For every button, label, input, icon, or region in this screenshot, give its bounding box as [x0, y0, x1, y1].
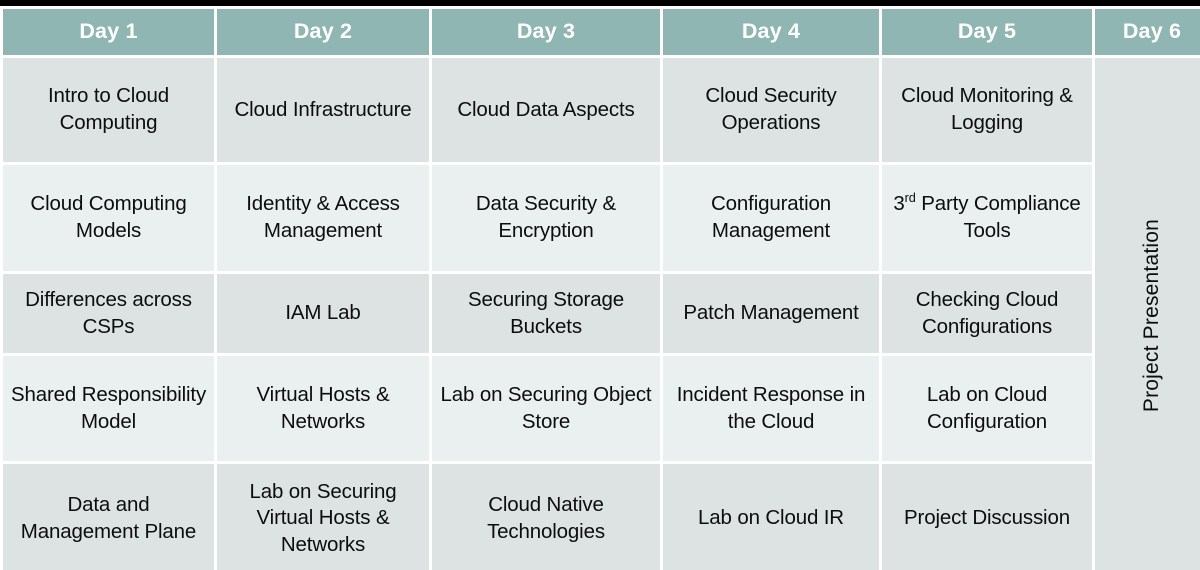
- table-row: Shared Responsibility Model Virtual Host…: [3, 356, 1200, 461]
- cell-day5-topic1: Cloud Monitoring & Logging: [882, 58, 1092, 162]
- cell-day4-topic1: Cloud Security Operations: [663, 58, 879, 162]
- cell-day4-topic3: Patch Management: [663, 274, 879, 353]
- third-party-compliance-tools-text: 3rd Party Compliance Tools: [893, 190, 1081, 242]
- column-header-day-1: Day 1: [3, 9, 214, 55]
- cell-day4-topic4: Incident Response in the Cloud: [663, 356, 879, 461]
- cell-day3-topic1: Cloud Data Aspects: [432, 58, 660, 162]
- cell-day2-topic4: Virtual Hosts & Networks: [217, 356, 429, 461]
- table-row: Cloud Computing Models Identity & Access…: [3, 165, 1200, 271]
- cell-day1-topic1: Intro to Cloud Computing: [3, 58, 214, 162]
- column-header-day-6: Day 6: [1095, 9, 1200, 55]
- table-header-row-group: Day 1 Day 2 Day 3 Day 4 Day 5 Day 6: [3, 9, 1200, 55]
- table-body: Intro to Cloud Computing Cloud Infrastru…: [3, 58, 1200, 570]
- cell-day5-topic4: Lab on Cloud Configuration: [882, 356, 1092, 461]
- cell-day5-topic2: 3rd Party Compliance Tools: [882, 165, 1092, 271]
- ordinal-suffix: rd: [904, 190, 916, 206]
- cell-day5-topic5: Project Discussion: [882, 464, 1092, 570]
- cell-day1-topic4: Shared Responsibility Model: [3, 356, 214, 461]
- cell-day1-topic3: Differences across CSPs: [3, 274, 214, 353]
- cell-day3-topic3: Securing Storage Buckets: [432, 274, 660, 353]
- cell-day2-topic2: Identity & Access Management: [217, 165, 429, 271]
- project-presentation-label: Project Presentation: [1140, 218, 1164, 413]
- column-header-day-4: Day 4: [663, 9, 879, 55]
- cell-day2-topic1: Cloud Infrastructure: [217, 58, 429, 162]
- course-schedule-table: Day 1 Day 2 Day 3 Day 4 Day 5 Day 6 Intr…: [0, 6, 1200, 570]
- cell-day4-topic2: Configuration Management: [663, 165, 879, 271]
- column-header-day-5: Day 5: [882, 9, 1092, 55]
- column-header-day-3: Day 3: [432, 9, 660, 55]
- cell-day3-topic5: Cloud Native Technologies: [432, 464, 660, 570]
- table-row: Intro to Cloud Computing Cloud Infrastru…: [3, 58, 1200, 570]
- column-header-day-2: Day 2: [217, 9, 429, 55]
- cell-day3-topic2: Data Security & Encryption: [432, 165, 660, 271]
- cell-day5-topic3: Checking Cloud Configurations: [882, 274, 1092, 353]
- table-header-row: Day 1 Day 2 Day 3 Day 4 Day 5 Day 6: [3, 9, 1200, 55]
- table-row: Differences across CSPs IAM Lab Securing…: [3, 274, 1200, 353]
- cell-day6-project-presentation: Project Presentation: [1095, 58, 1200, 570]
- cell-day2-topic3: IAM Lab: [217, 274, 429, 353]
- cell-day4-topic5: Lab on Cloud IR: [663, 464, 879, 570]
- cell-day1-topic2: Cloud Computing Models: [3, 165, 214, 271]
- cell-day3-topic4: Lab on Securing Object Store: [432, 356, 660, 461]
- cell-day1-topic5: Data and Management Plane: [3, 464, 214, 570]
- table-row: Data and Management Plane Lab on Securin…: [3, 464, 1200, 570]
- cell-day2-topic5: Lab on Securing Virtual Hosts & Networks: [217, 464, 429, 570]
